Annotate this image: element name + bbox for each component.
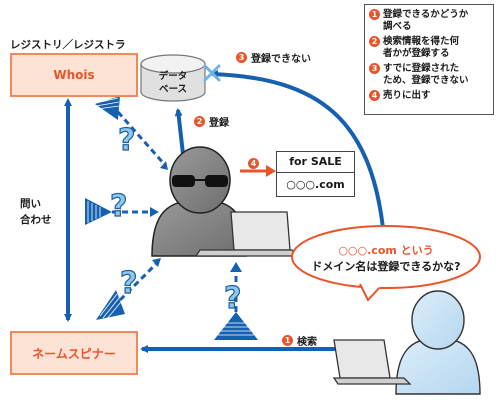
- whois-box: Whois: [10, 53, 138, 97]
- speech-bubble-line1: ○○○.com という: [338, 244, 434, 257]
- blocked-x-icon: [203, 64, 221, 82]
- registry-caption: レジストリ／レジストラ: [10, 39, 126, 51]
- speech-bubble-text: ○○○.com という ドメイン名は登録できるかな?: [292, 243, 480, 275]
- legend-number-2: 2: [369, 36, 380, 47]
- database-label-line2: ベース: [158, 84, 188, 95]
- question-mark-whois: ?: [118, 123, 135, 158]
- legend-text-1-line2: 調べる: [383, 21, 412, 32]
- step-3-label: 登録できない: [251, 54, 311, 65]
- question-mark-spinner: ?: [120, 266, 137, 301]
- name-spinner-box: ネームスピナー: [10, 331, 138, 375]
- legend-number-4: 4: [369, 90, 380, 101]
- legend-item-1: 1 登録できるかどうか 調べる: [369, 9, 489, 33]
- for-sale-sign: for SALE ○○○.com: [276, 151, 355, 197]
- eavesdrop-user: [214, 262, 258, 340]
- legend-text-3-line1: すでに登録された: [383, 63, 460, 74]
- legend-text-2-line1: 検索情報を得た何: [383, 36, 460, 47]
- register-fail-arrow: [210, 70, 385, 229]
- step-2-badge: 2 登録: [194, 114, 229, 129]
- legend-text-2: 検索情報を得た何 者かが登録する: [383, 36, 459, 60]
- question-mark-user: ?: [224, 281, 241, 316]
- inquiry-label: 問い 合わせ: [20, 196, 52, 228]
- legend-text-4: 売りに出す: [383, 90, 431, 101]
- step-4-badge: 4: [248, 158, 263, 169]
- user-person-icon: [395, 290, 481, 395]
- database-label: データ ベース: [148, 70, 198, 96]
- legend-text-1-line1: 登録できるかどうか: [383, 9, 469, 20]
- step-4-number: 4: [248, 158, 259, 169]
- for-sale-domain: ○○○.com: [286, 178, 345, 191]
- speech-bubble: [291, 225, 481, 302]
- legend-text-3-line2: ため、登録できない: [383, 75, 469, 86]
- legend-item-2: 2 検索情報を得た何 者かが登録する: [369, 36, 489, 60]
- for-sale-title: for SALE: [277, 152, 354, 173]
- inquiry-label-line2: 合わせ: [20, 214, 52, 226]
- question-mark-middle: ?: [110, 189, 127, 224]
- step-2-label: 登録: [209, 118, 229, 129]
- step-3-number: 3: [236, 52, 247, 63]
- legend-text-1: 登録できるかどうか 調べる: [383, 9, 468, 33]
- legend-text-3: すでに登録された ため、登録できない: [383, 63, 469, 87]
- step-1-number: 1: [282, 335, 293, 346]
- legend-text-2-line2: 者かが登録する: [383, 48, 450, 59]
- step-1-label: 検索: [297, 337, 317, 348]
- question-marks: ? ? ? ?: [109, 122, 242, 316]
- eavesdrop-whois: [95, 93, 168, 170]
- malicious-person-icon: [151, 146, 247, 257]
- whois-label: Whois: [53, 68, 95, 82]
- legend-number-1: 1: [369, 9, 380, 20]
- name-spinner-label: ネームスピナー: [32, 346, 116, 361]
- speech-bubble-line2: ドメイン名は登録できるかな?: [311, 260, 461, 273]
- legend-number-3: 3: [369, 63, 380, 74]
- step-1-badge: 1 検索: [282, 333, 317, 348]
- inquiry-label-line1: 問い: [20, 198, 41, 210]
- database-icon: [140, 54, 206, 102]
- register-arrow: [174, 108, 185, 155]
- legend-box: 1 登録できるかどうか 調べる 2 検索情報を得た何 者かが登録する 3 すでに…: [364, 4, 494, 115]
- legend-item-3: 3 すでに登録された ため、登録できない: [369, 63, 489, 87]
- eavesdrop-spinner: [96, 258, 161, 321]
- database-label-line1: データ: [158, 71, 188, 82]
- eavesdrop-middle: [85, 198, 159, 225]
- legend-item-4: 4 売りに出す: [369, 90, 489, 102]
- step-3-badge: 3 登録できない: [236, 50, 311, 65]
- step-2-number: 2: [194, 116, 205, 127]
- sell-arrowhead: [266, 165, 276, 177]
- user-laptop-icon: [332, 339, 412, 385]
